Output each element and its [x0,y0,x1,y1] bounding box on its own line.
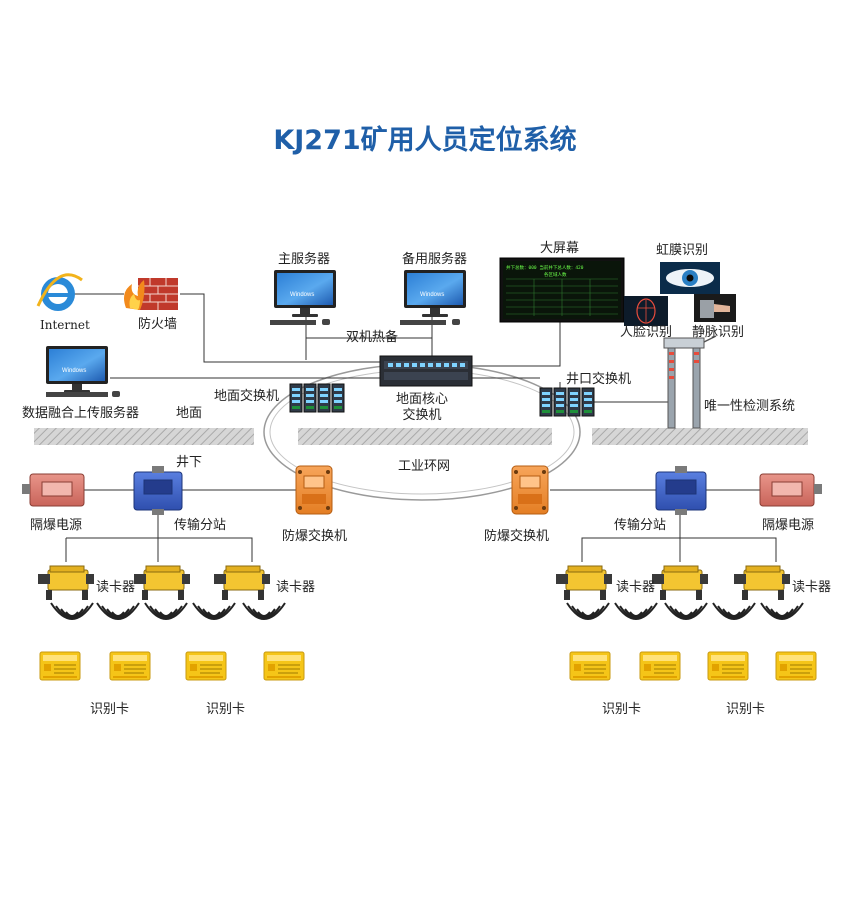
big-screen-subheader: 各区域人数 [544,271,567,278]
walkthrough-detector-icon [663,335,717,429]
face-icon [624,296,668,326]
data-server-logo: Windows [62,368,86,374]
iris-icon [660,262,720,294]
face-label: 人脸识别 [620,325,673,340]
card-label: 识别卡 [90,702,130,717]
right-substation-box [655,466,707,515]
internet-explorer-icon [36,273,83,311]
ground-right [592,428,808,445]
vein-label: 静脉识别 [692,325,745,340]
main-server-monitor [270,270,336,325]
ring-label: 工业环网 [398,459,451,474]
reader-icon [733,565,791,601]
wireless-signal-icon [50,602,804,620]
shaft-switch-label: 井口交换机 [566,372,632,387]
reader-label: 读卡器 [616,580,656,595]
ground-middle [298,428,552,445]
surface-switches [289,383,345,413]
big-screen-header: 井下总数：000 当前井下总人数：420 [506,264,584,271]
shaft-switches [539,387,595,417]
internet-label: Internet [40,318,90,332]
surface-switch-label: 地面交换机 [214,389,280,404]
backup-server-logo: Windows [420,292,444,298]
card-label: 识别卡 [206,702,246,717]
vein-icon [694,294,736,322]
underground-lines [65,489,777,562]
left-substation-label: 传输分站 [174,518,227,533]
page-title: KJ271矿用人员定位系统 [273,125,577,156]
uniqueness-label: 唯一性检测系统 [704,399,796,414]
reader-icon [37,565,95,601]
firewall-icon [124,278,178,310]
hot-standby-label: 双机热备 [346,330,399,345]
big-screen-label: 大屏幕 [540,241,580,256]
card-label: 识别卡 [602,702,642,717]
surface-label: 地面 [176,406,203,421]
reader-icon [555,565,613,601]
right-ex-switch-label: 防爆交换机 [484,529,550,544]
card-label: 识别卡 [726,702,766,717]
ground-left [34,428,254,445]
backup-server-label: 备用服务器 [402,252,468,267]
core-switch-rack [379,355,473,387]
left-ex-switch-label: 防爆交换机 [282,529,348,544]
left-substation-box [133,466,183,515]
id-card-icon [39,651,817,681]
right-ex-switch-box [511,465,549,515]
data-server-label: 数据融合上传服务器 [22,406,140,421]
reader-label: 读卡器 [276,580,316,595]
right-power-label: 隔爆电源 [762,518,815,533]
reader-icon [213,565,271,601]
left-ex-switch-box [295,465,333,515]
reader-label: 读卡器 [96,580,136,595]
reader-label: 读卡器 [792,580,832,595]
main-server-logo: Windows [290,292,314,298]
left-power-box [22,473,85,507]
right-power-box [759,473,822,507]
core-switch-label: 地面核心 交换机 [396,392,449,423]
iris-label: 虹膜识别 [656,243,709,258]
data-server-monitor [46,346,120,397]
left-power-label: 隔爆电源 [30,518,83,533]
main-server-label: 主服务器 [278,252,331,267]
firewall-label: 防火墙 [138,317,178,332]
right-substation-label: 传输分站 [614,518,667,533]
reader-icon [133,565,191,601]
reader-icon [651,565,709,601]
backup-server-monitor [400,270,466,325]
underground-label: 井下 [176,455,203,470]
big-screen [499,257,625,323]
